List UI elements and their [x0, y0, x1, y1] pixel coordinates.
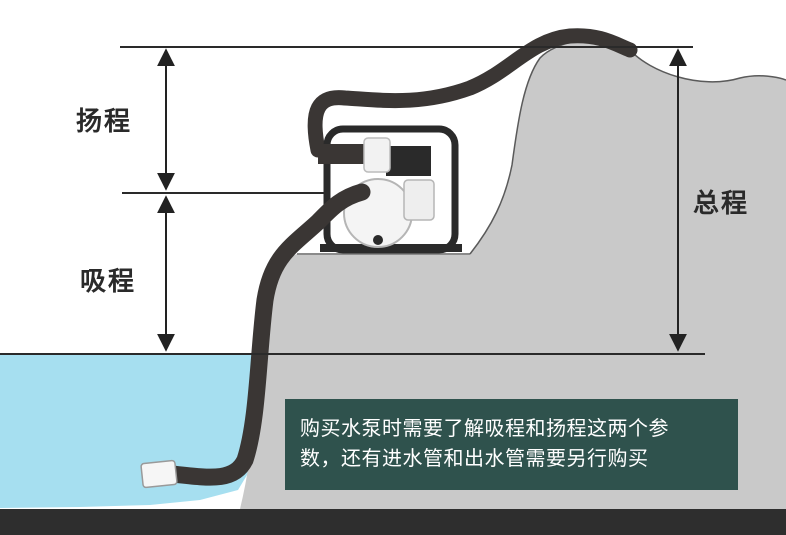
info-note-line-2: 数，还有进水管和出水管需要另行购买 [300, 446, 649, 470]
suction-head-label: 吸程 [80, 267, 137, 297]
pump-base [320, 244, 462, 252]
pump-drain-plug [373, 235, 383, 245]
pump-motor-block [386, 146, 431, 176]
info-note-box: 购买水泵时需要了解吸程和扬程这两个参 数，还有进水管和出水管需要另行购买 [285, 399, 738, 490]
intake-hose [163, 183, 371, 486]
rock-hill [240, 39, 786, 509]
outlet-hose [307, 28, 638, 158]
water-body [0, 354, 262, 508]
footer-bar [0, 509, 786, 535]
pump-side-block [403, 179, 435, 221]
info-note-line-1: 购买水泵时需要了解吸程和扬程这两个参 [300, 416, 669, 440]
total-head-label: 总程 [693, 189, 750, 219]
pump-outlet-pipe [318, 144, 370, 164]
foot-valve [140, 459, 178, 489]
discharge-head-label: 扬程 [76, 107, 133, 137]
pump-neck [363, 137, 391, 173]
